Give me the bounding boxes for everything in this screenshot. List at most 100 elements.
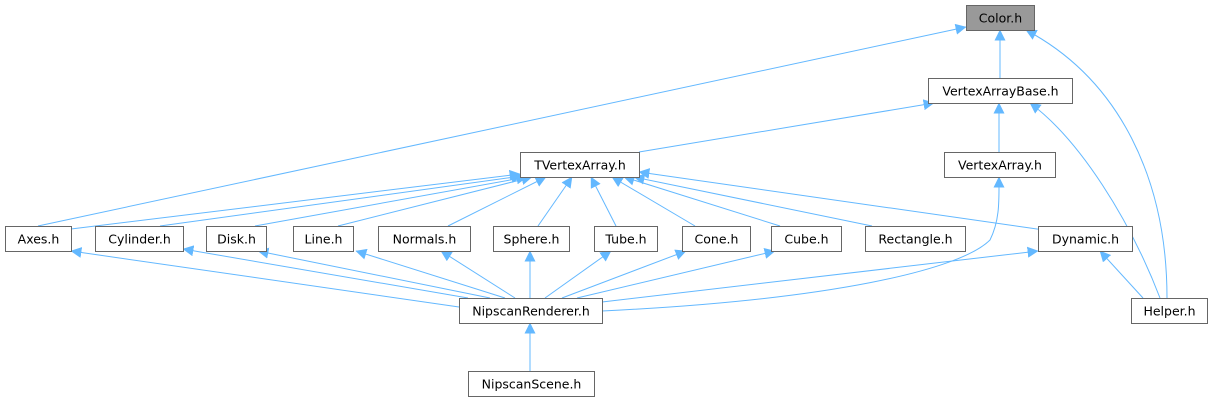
edge-nipscanrenderer-to-cube: [576, 248, 776, 299]
edge-line: [576, 248, 776, 299]
node-label: Sphere.h: [504, 232, 560, 247]
node-box: [966, 5, 1035, 31]
edge-nipscanrenderer-to-line: [355, 248, 506, 299]
node-label: Helper.h: [1143, 304, 1195, 319]
node-vertexarraybase[interactable]: VertexArrayBase.h: [928, 78, 1073, 104]
edge-nipscanrenderer-to-dynamic: [601, 246, 1039, 303]
edge-helper-to-color: [1025, 29, 1168, 299]
node-box: [1131, 298, 1208, 324]
edge-helper-to-dynamic: [1099, 250, 1144, 299]
edge-line: [70, 169, 521, 230]
node-box: [378, 226, 471, 252]
node-dynamic[interactable]: Dynamic.h: [1038, 226, 1133, 252]
node-label: Cylinder.h: [108, 232, 171, 247]
edge-line: [601, 246, 1039, 303]
edge-axes-to-tvertexarray: [70, 169, 521, 230]
node-box: [520, 152, 640, 178]
node-box: [1038, 226, 1133, 252]
node-sphere[interactable]: Sphere.h: [493, 226, 570, 252]
node-label: Line.h: [305, 232, 343, 247]
node-vertexarray[interactable]: VertexArray.h: [944, 152, 1056, 178]
node-label: Tube.h: [604, 232, 646, 247]
edge-nipscanrenderer-to-normals: [440, 250, 516, 299]
edge-line-to-tvertexarray: [337, 174, 533, 227]
edge-cylinder-to-tvertexarray: [159, 171, 523, 227]
node-nipscanscene[interactable]: NipscanScene.h: [468, 371, 595, 397]
edge-line: [254, 173, 528, 227]
edge-line: [1029, 102, 1161, 299]
edge-dynamic-to-tvertexarray: [638, 168, 1045, 231]
edge-cube-to-tvertexarray: [623, 174, 781, 227]
node-label: Rectangle.h: [878, 232, 952, 247]
node-axes[interactable]: Axes.h: [5, 226, 72, 252]
node-box: [771, 226, 842, 252]
node-label: NipscanRenderer.h: [472, 304, 590, 319]
node-label: VertexArray.h: [958, 158, 1042, 173]
edge-tube-to-tvertexarray: [590, 176, 617, 227]
node-label: VertexArrayBase.h: [942, 84, 1058, 99]
node-nipscanrenderer[interactable]: NipscanRenderer.h: [459, 298, 603, 324]
edge-line: [1099, 250, 1144, 299]
edge-line: [633, 173, 873, 227]
edge-line: [537, 176, 573, 227]
edge-line: [638, 99, 935, 153]
edge-line: [544, 250, 612, 299]
edge-rectangle-to-tvertexarray: [633, 173, 873, 227]
node-cube[interactable]: Cube.h: [771, 226, 842, 252]
node-color[interactable]: Color.h: [966, 5, 1035, 31]
node-label: Color.h: [979, 11, 1022, 26]
node-disk[interactable]: Disk.h: [206, 226, 267, 252]
node-rectangle[interactable]: Rectangle.h: [865, 226, 966, 252]
edge-line: [70, 247, 460, 308]
node-box: [594, 226, 658, 252]
node-label: Cone.h: [695, 232, 739, 247]
edge-line: [1025, 29, 1168, 299]
node-label: Cube.h: [784, 232, 828, 247]
edge-nipscanrenderer-to-disk: [257, 247, 491, 299]
edge-tvertexarray-to-vertexarraybase: [638, 99, 935, 153]
edge-line: [37, 23, 967, 227]
node-tvertexarray[interactable]: TVertexArray.h: [520, 152, 640, 178]
edge-line: [623, 174, 781, 227]
edge-sphere-to-tvertexarray: [537, 176, 573, 227]
edge-line: [638, 168, 1045, 231]
edge-line: [440, 250, 516, 299]
edge-line: [611, 176, 696, 227]
edge-nipscanrenderer-to-tube: [544, 250, 612, 299]
node-helper[interactable]: Helper.h: [1131, 298, 1208, 324]
edge-nipscanrenderer-to-cylinder: [182, 245, 469, 299]
edge-line: [182, 245, 469, 299]
edge-line: [590, 176, 617, 227]
node-box: [682, 226, 751, 252]
node-tube[interactable]: Tube.h: [594, 226, 658, 252]
node-cone[interactable]: Cone.h: [682, 226, 751, 252]
edge-axes-to-color: [37, 23, 967, 227]
edge-normals-to-tvertexarray: [447, 176, 547, 227]
node-normals[interactable]: Normals.h: [378, 226, 471, 252]
edge-line: [447, 176, 547, 227]
node-box: [944, 152, 1056, 178]
edge-nipscanrenderer-to-axes: [70, 247, 460, 308]
node-box: [206, 226, 267, 252]
edge-line: [561, 249, 687, 299]
node-cylinder[interactable]: Cylinder.h: [95, 226, 184, 252]
node-label: Normals.h: [393, 232, 457, 247]
edge-line: [159, 171, 523, 227]
edge-line: [355, 248, 506, 299]
node-box: [468, 371, 595, 397]
edge-disk-to-tvertexarray: [254, 173, 528, 227]
edge-helper-to-vertexarraybase: [1029, 102, 1161, 299]
node-box: [865, 226, 966, 252]
edge-line: [257, 247, 491, 299]
node-box: [95, 226, 184, 252]
node-box: [459, 298, 603, 324]
node-line[interactable]: Line.h: [293, 226, 354, 252]
edge-cone-to-tvertexarray: [611, 176, 696, 227]
node-label: NipscanScene.h: [482, 377, 582, 392]
node-label: Dynamic.h: [1052, 232, 1119, 247]
node-label: Axes.h: [18, 232, 60, 247]
edge-nipscanrenderer-to-cone: [561, 249, 687, 299]
node-box: [5, 226, 72, 252]
